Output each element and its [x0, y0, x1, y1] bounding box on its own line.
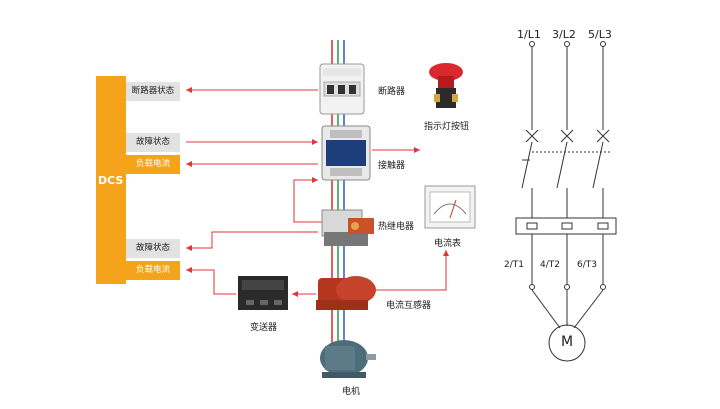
contactor-image — [321, 125, 371, 181]
phase-label-l1: 1/L1 — [517, 28, 541, 41]
dcs-bar — [96, 76, 126, 284]
dcs-row-fault-status-1: 故障状态 — [126, 133, 180, 152]
indicator-button-label: 指示灯按钮 — [424, 122, 470, 132]
transmitter-label: 变送器 — [250, 323, 278, 333]
signal-lines — [186, 87, 449, 297]
terminal-label-t2: 4/T2 — [540, 260, 560, 270]
current-transformer-label: 电流互感器 — [386, 301, 432, 311]
ammeter-image — [424, 185, 476, 229]
breaker-label: 断路器 — [378, 87, 406, 97]
motor-symbol: M — [561, 334, 574, 350]
transmitter-image — [238, 276, 288, 310]
breaker-image — [319, 63, 365, 115]
dcs-row-fault-status-2: 故障状态 — [126, 239, 180, 258]
indicator-button-image — [429, 63, 463, 108]
terminal-label-t3: 6/T3 — [577, 260, 597, 270]
contactor-label: 接触器 — [378, 161, 406, 171]
dcs-title: DCS — [98, 174, 124, 187]
phase-label-l2: 3/L2 — [552, 28, 576, 41]
terminal-label-t1: 2/T1 — [504, 260, 524, 270]
ammeter-label: 电流表 — [434, 239, 462, 249]
electrical-schematic — [515, 41, 617, 362]
dcs-row-breaker-status: 断路器状态 — [126, 82, 180, 101]
dcs-row-load-current-2: 负载电流 — [126, 261, 180, 280]
current-transformer-image — [316, 276, 376, 310]
dcs-row-load-current-1: 负载电流 — [126, 155, 180, 174]
phase-label-l3: 5/L3 — [588, 28, 612, 41]
thermal-relay-label: 热继电器 — [378, 222, 415, 232]
motor-label: 电机 — [342, 387, 361, 397]
motor-image — [320, 340, 376, 378]
thermal-relay-image — [321, 209, 374, 246]
